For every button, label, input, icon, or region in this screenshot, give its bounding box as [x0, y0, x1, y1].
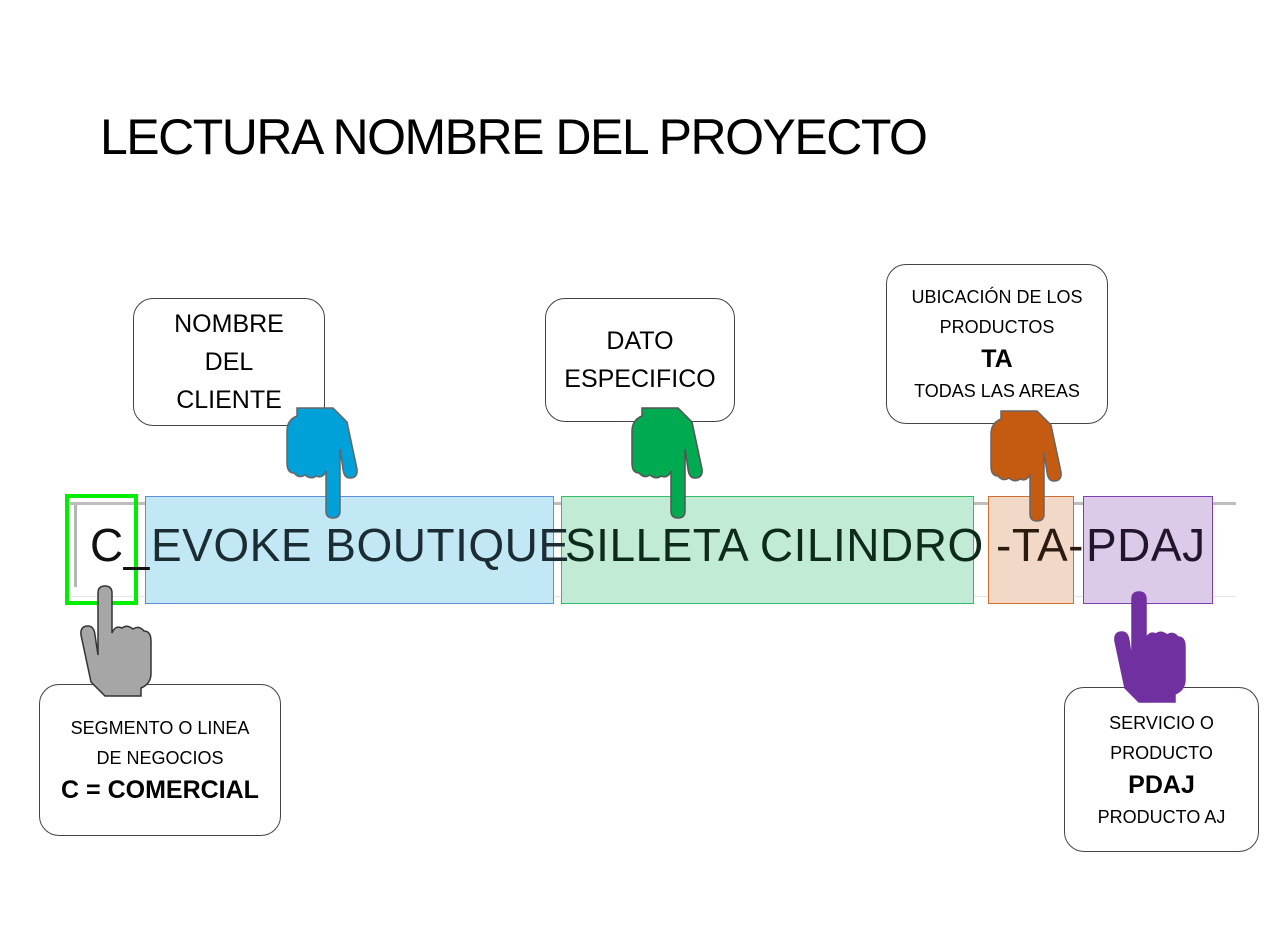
callout-segment: SEGMENTO O LINEA DE NEGOCIOS C = COMERCI… — [39, 684, 281, 836]
callout-text: PRODUCTOS — [939, 317, 1055, 337]
callout-location: UBICACIÓN DE LOS PRODUCTOS TA TODAS LAS … — [886, 264, 1108, 424]
callout-text: CLIENTE — [176, 386, 282, 414]
callout-text: ESPECIFICO — [564, 365, 716, 393]
callout-text: PRODUCTO AJ — [1097, 806, 1226, 827]
callout-service: SERVICIO O PRODUCTO PDAJ PRODUCTO AJ — [1064, 687, 1259, 852]
code-client: EVOKE BOUTIQUE — [151, 519, 570, 571]
callout-code: C = COMERCIAL — [61, 776, 259, 804]
callout-text: PRODUCTO — [1110, 742, 1213, 763]
callout-text: UBICACIÓN DE LOS — [911, 287, 1083, 307]
text-cursor-line — [74, 505, 77, 587]
pointing-hand-icon-segment — [78, 585, 153, 697]
callout-text: DATO — [606, 327, 674, 355]
callout-code: PDAJ — [1128, 770, 1195, 799]
code-specific: SILLETA CILINDRO — [565, 519, 984, 571]
pointing-hand-icon-service — [1112, 591, 1187, 703]
callout-text: DEL — [204, 348, 254, 376]
callout-text: DE NEGOCIOS — [96, 748, 224, 768]
segment-highlight-client — [145, 496, 554, 604]
pointing-hand-icon-client — [285, 407, 360, 519]
callout-code: TA — [981, 345, 1013, 373]
callout-text: TODAS LAS AREAS — [914, 381, 1080, 401]
code-segment: C_ — [90, 519, 150, 571]
callout-specific-data: DATO ESPECIFICO — [545, 298, 735, 422]
slide-title: LECTURA NOMBRE DEL PROYECTO — [100, 109, 928, 165]
pointing-hand-icon-specific — [630, 407, 705, 519]
code-location: -TA- — [996, 519, 1085, 571]
callout-text: NOMBRE — [174, 310, 284, 338]
code-service: PDAJ — [1086, 519, 1206, 571]
pointing-hand-icon-location — [989, 410, 1064, 522]
callout-text: SERVICIO O — [1109, 712, 1214, 733]
segment-highlight-service — [1083, 496, 1213, 604]
callout-text: SEGMENTO O LINEA — [70, 718, 250, 738]
callout-client-name: NOMBRE DEL CLIENTE — [133, 298, 325, 426]
segment-highlight-specific — [561, 496, 974, 604]
